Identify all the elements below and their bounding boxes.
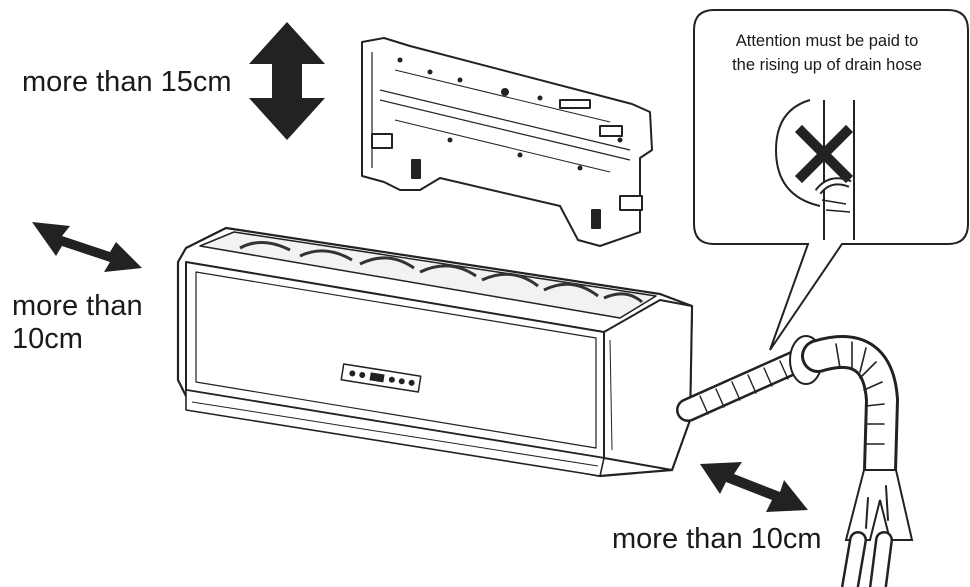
vertical-double-arrow-icon [249,22,325,140]
drain-hose [676,335,914,587]
bottom-clearance-label: more than 10cm [612,523,822,555]
mounting-plate [361,37,653,247]
side-clearance-line1: more than [12,290,143,322]
callout-line2: the rising up of drain hose [732,55,922,74]
side-clearance-line2: 10cm [12,323,83,356]
bottom-double-arrow-icon [700,462,808,512]
side-clearance-label: more than 10cm [12,290,172,357]
left-double-arrow-icon [32,222,142,272]
top-clearance-label: more than 15cm [22,66,232,98]
callout-text: Attention must be paid to the rising up … [692,30,962,78]
callout-line1: Attention must be paid to [735,32,919,50]
callout-bubble [693,9,969,351]
drain-detail [774,99,855,240]
cross-mark-icon [794,124,854,184]
indoor-unit [176,226,694,478]
